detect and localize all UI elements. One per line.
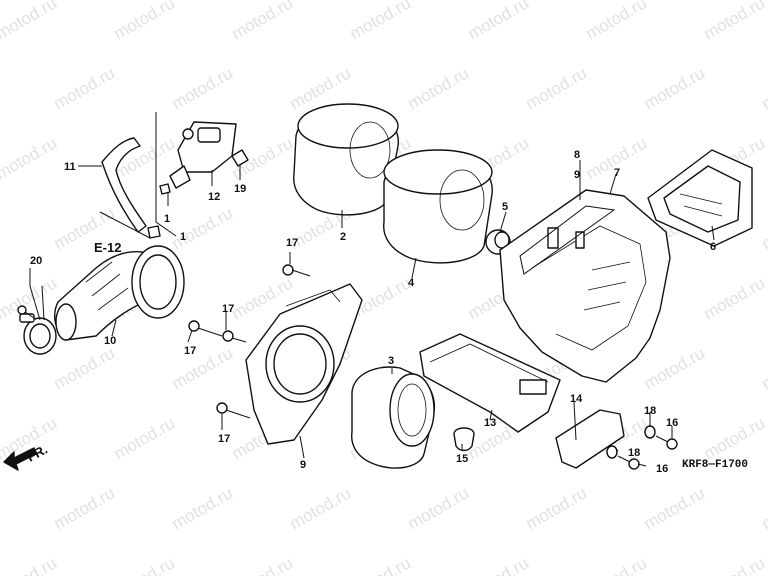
foam-element-part: [293, 103, 399, 216]
watermark-text: motod.ru: [169, 343, 237, 393]
watermark-text: motod.ru: [229, 0, 297, 43]
callout-2: 2: [340, 231, 346, 243]
cover-plate-part: [555, 409, 625, 469]
filter-element-part: [383, 149, 493, 264]
small-grommet-part: [453, 427, 475, 452]
washer-part-2: [606, 445, 618, 459]
breather-tube-part: [101, 137, 147, 233]
callout-17: 17: [222, 303, 234, 315]
watermark-text: motod.ru: [111, 413, 179, 463]
callout-11: 11: [64, 161, 76, 173]
watermark-text: motod.ru: [641, 343, 709, 393]
callout-19: 19: [234, 183, 246, 195]
housing-cover-part: [245, 283, 363, 445]
callout-17: 17: [184, 345, 196, 357]
callout-5: 5: [502, 201, 508, 213]
callout-6: 6: [710, 241, 716, 253]
watermark-text: motod.ru: [169, 63, 237, 113]
callout-8: 8: [574, 149, 580, 161]
watermark-text: motod.ru: [701, 553, 768, 576]
watermark-text: motod.ru: [51, 483, 119, 533]
callout-17: 17: [218, 433, 230, 445]
watermark-text: motod.ru: [465, 553, 533, 576]
callout-20: 20: [30, 255, 42, 267]
valve-part: [169, 121, 237, 189]
watermark-text: motod.ru: [523, 483, 591, 533]
callout-18: 18: [644, 405, 656, 417]
callout-10: 10: [104, 335, 116, 347]
screw-part-3: [222, 330, 247, 343]
watermark-text: motod.ru: [759, 203, 768, 253]
watermark-text: motod.ru: [641, 483, 709, 533]
watermark-text: motod.ru: [701, 273, 768, 323]
housing-gasket-part: [519, 205, 616, 275]
watermark-text: motod.ru: [229, 553, 297, 576]
bolt-part-1: [655, 435, 678, 450]
hose-clip-part-lower: [147, 225, 161, 239]
watermark-text: motod.ru: [287, 483, 355, 533]
watermark-text: motod.ru: [0, 0, 60, 43]
leader-lines: [29, 112, 715, 467]
watermark-text: motod.ru: [347, 553, 415, 576]
watermark-text: motod.ru: [701, 413, 768, 463]
watermark-text: motod.ru: [759, 343, 768, 393]
callout-15: 15: [456, 453, 468, 465]
watermark-text: motod.ru: [701, 0, 768, 43]
watermark-text: motod.ru: [347, 0, 415, 43]
watermark-text: motod.ru: [759, 483, 768, 533]
watermark-text: motod.ru: [523, 63, 591, 113]
watermark-text: motod.ru: [169, 203, 237, 253]
watermark-text: motod.ru: [583, 553, 651, 576]
callout-1: 1: [180, 231, 186, 243]
callout-18: 18: [628, 447, 640, 459]
grommet-part: [485, 229, 511, 255]
callout-14: 14: [570, 393, 583, 405]
hose-clip-part: [159, 183, 171, 195]
watermark-text: motod.ru: [405, 483, 473, 533]
watermark-text: motod.ru: [169, 483, 237, 533]
screw-part-2: [188, 320, 223, 337]
inner-element-part: [351, 366, 436, 469]
watermark-text: motod.ru: [111, 553, 179, 576]
watermark-text: motod.ru: [641, 63, 709, 113]
callout-4: 4: [408, 277, 415, 289]
air-cleaner-housing-part: [499, 189, 671, 383]
diagram-code: KRF8—F1700: [682, 459, 748, 471]
callout-13: 13: [484, 417, 496, 429]
watermark-text: motod.ru: [111, 0, 179, 43]
watermark-text: motod.ru: [759, 63, 768, 113]
duct-part: [419, 333, 561, 433]
clip-part: [231, 149, 249, 167]
screw-part-4: [216, 402, 251, 419]
callout-9: 9: [300, 459, 306, 471]
callout-16: 16: [666, 417, 678, 429]
watermark-text: motod.ru: [465, 0, 533, 43]
watermark-text: motod.ru: [0, 553, 60, 576]
callout-1: 1: [164, 213, 170, 225]
front-arrow-icon: [3, 447, 37, 471]
washer-part-1: [644, 425, 656, 439]
intake-duct-part: [54, 245, 185, 341]
watermark-text: motod.ru: [405, 63, 473, 113]
funnel-part: [647, 149, 753, 247]
callout-3: 3: [388, 355, 394, 367]
callout-9: 9: [574, 169, 580, 181]
hose-band-part: [19, 313, 57, 355]
callout-7: 7: [614, 167, 620, 179]
callout-12: 12: [208, 191, 220, 203]
screw-part-20: [17, 305, 35, 319]
screw-part-1: [282, 264, 311, 277]
callout-16: 16: [656, 463, 668, 475]
watermark-text: motod.ru: [51, 343, 119, 393]
callout-17: 17: [286, 237, 298, 249]
watermark-text: motod.ru: [51, 63, 119, 113]
watermark-text: motod.ru: [0, 133, 60, 183]
watermark-text: motod.ru: [583, 0, 651, 43]
section-reference-label: E-12: [94, 240, 121, 255]
